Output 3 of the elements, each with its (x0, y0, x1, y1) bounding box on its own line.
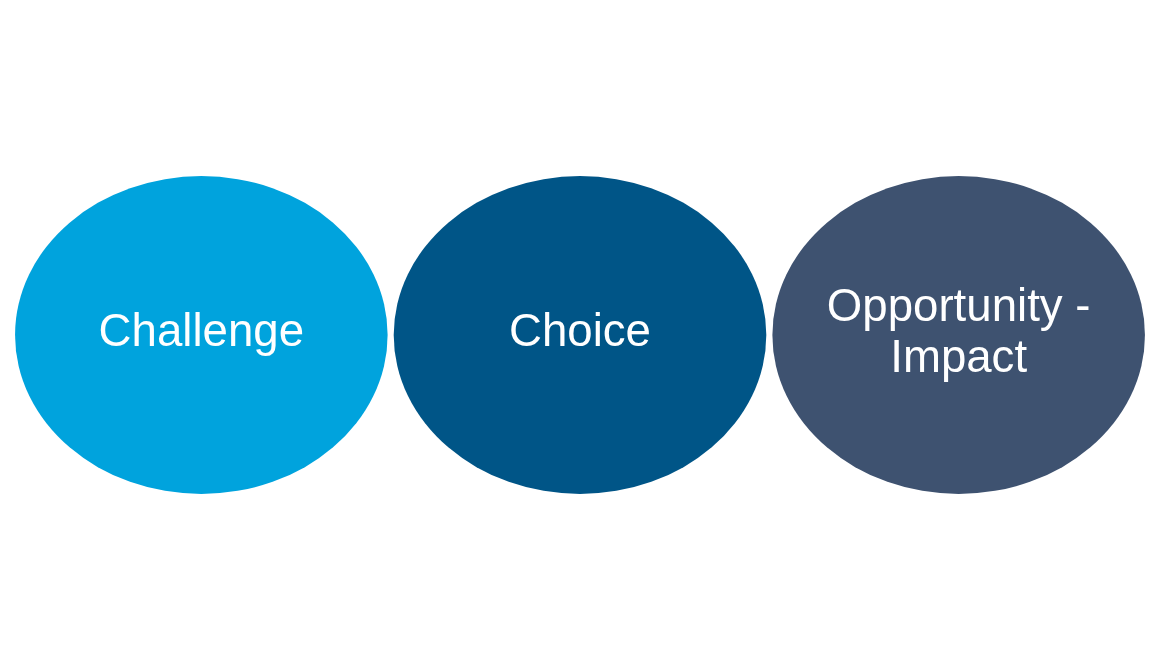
node-ellipse: Challenge (15, 175, 388, 494)
node-ellipse: Opportunity - Impact (772, 175, 1145, 494)
node-ellipse: Choice (393, 175, 767, 494)
